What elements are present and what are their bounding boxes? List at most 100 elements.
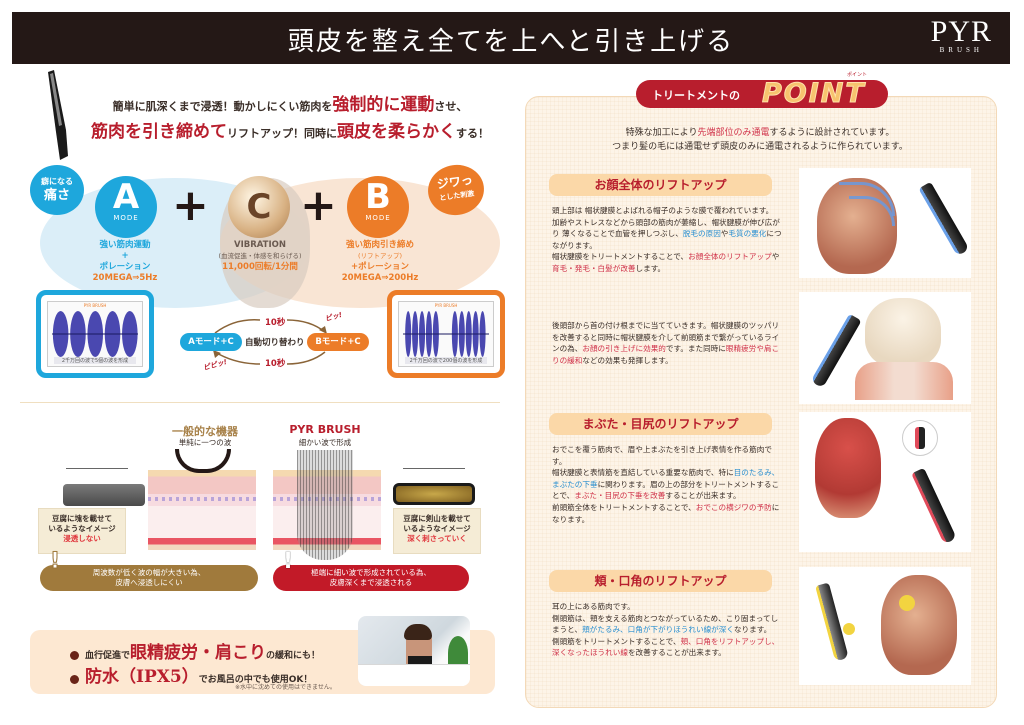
text-part: なります。 [733,625,772,635]
auto-switch-label: 自動切り替わり [245,338,305,348]
desc-line: (リフトアップ) [357,252,403,260]
text-highlight: 毛質の悪化 [728,229,767,239]
point-intro: 特殊な加工により先端部位のみ通電するように設計されています。 つまり髪の毛には通… [540,126,980,154]
text-part: 前頭筋全体をトリートメントすることで、 [552,502,696,512]
tofu-kenzan-caption: 豆腐に剣山を載せて いるようなイメージ 深く刺さっていく [393,508,481,554]
text-part: することが出来ます。 [665,491,741,501]
brand-logo: PYR BRUSH [930,15,992,55]
brush-icon [815,582,849,662]
text-highlight: おでこの横ジワの予防 [695,502,772,512]
section-heading-face-lift: お顔全体のリフトアップ [549,174,772,196]
benefit-accent: 眼精疲労・肩こり [130,643,267,663]
pyr-brush-subtitle: 細かい波で形成 [298,438,352,447]
point-word: POINT [762,78,866,110]
mode-b-description: 強い筋肉引き締め (リフトアップ) +ポレーション 20MEGA⇒200Hz [325,240,435,284]
tofu-stone-caption: 豆腐に塊を載せて いるようなイメージ 浸透しない [38,508,126,554]
note-line: 皮膚深くまで浸透される [329,578,413,587]
paragraph: 頭上部は 帽状腱膜とよばれる帽子のような膜で覆われています。 [552,206,774,215]
section-body-back-head: 後頭部から首の付け根までに当てていきます。帽状腱膜のツッパリを改善すると同時に帽… [552,320,782,366]
bubble-text: 痛さ [43,188,70,203]
waveform-a-panel: PYR BRUSH 2千万回の波で5個の波を形成 [36,290,154,378]
desc-frequency: 20MEGA⇒5Hz [92,273,158,283]
intro-text: 簡単に肌深くまで浸透！動かしにくい筋肉を強制的に運動させ、 筋肉を引き締めてリフ… [80,90,500,142]
waveform-chart: PYR BRUSH 2千万回の波で200個の波を形成 [398,301,494,367]
text-part: を改善することが出来ます。 [627,648,726,658]
desc-line: (血流促進・体感を和らげる) [218,252,302,260]
text-part: につながります。 [552,229,782,250]
desc-line: 強い筋肉運動 [99,240,151,250]
section-heading-cheek-lift: 頬・口角のリフトアップ [549,570,772,592]
face-front-illustration [799,412,971,552]
benefit-text: の緩和にも！ [266,651,321,661]
desc-line: ポレーション [99,262,151,272]
mode-a-description: 強い筋肉運動 + ポレーション 20MEGA⇒5Hz [70,240,180,284]
text-highlight: 眼精疲労や肩こりの緩和 [552,344,780,365]
width-arrow-icon [66,468,128,469]
intro-line-2: 筋肉を引き締めてリフトアップ！同時に頭皮を柔らかくする！ [80,117,500,142]
waveform-caption: 2千万回の波で5個の波を形成 [54,357,136,364]
general-device-title: 一般的な機器 [172,425,238,438]
mode-letter: A [112,177,140,217]
benefit-accent: 防水（IPX5） [85,667,199,687]
point-banner: トリートメントの POINT ポイント [636,72,888,110]
waveform-title: PYR BRUSH [434,303,458,308]
text-highlight: 育毛・発毛・白髪が改善 [552,263,636,273]
width-arrow-icon [403,468,465,469]
head-back-icon [865,298,941,368]
text-part: 帽状腱膜をトリートメントすることで、 [552,252,689,262]
brush-tip-icon [915,427,925,449]
warning-line: 皮膚へ浸透しにくい [115,578,183,587]
point-ruby: ポイント [847,72,868,78]
head-side-icon [881,575,957,675]
brush-product-icon [48,70,68,160]
text-highlight: 目のたるみ、まぶたの下垂 [552,468,780,489]
mode-c-badge: C [228,176,290,238]
mode-b-badge: B MODE [347,176,409,238]
benefit-text: 血行促進で [85,651,131,661]
intro-text-part: させ、 [434,100,468,113]
pyr-brush-note: ! 極端に細い波で形成されている為、 皮膚深くまで浸透される [273,551,469,591]
intro-accent: 頭皮を柔らかく [337,122,456,142]
brush-tip-zoom-icon [902,420,938,456]
section-body-eyelid-lift: おでこを覆う筋肉で、眉や上まぶたを引き上げ表情を作る筋肉です。 帽状腱膜と表情筋… [552,444,782,525]
caption-line: 豆腐に塊を載せて [52,514,112,523]
paragraph: 側頭筋をトリートメントすることで、頬、口角をリフトアップし、深くなったほうれい線… [552,636,782,659]
text-part: 帽状腱膜と表情筋を直結している重要な筋肉で、特に [552,468,734,478]
section-body-cheek-lift: 耳の上にある筋肉です。 側頭筋は、頬を支える筋肉とつながっているため、こり固まっ… [552,601,782,659]
text-part: などの効果も発揮します。 [582,355,673,365]
text-part: や [771,252,780,262]
plus-icon: + [300,180,337,231]
waveform-title: PYR BRUSH [83,303,107,308]
intro-accent: 強制的に運動 [332,95,435,115]
paragraph: 前頭筋全体をトリートメントすることで、おでこの横ジワの予防になります。 [552,502,782,525]
text-part: です。また同時に [665,344,726,354]
section-divider [20,402,500,403]
caption-line: 豆腐に剣山を載せて [403,514,471,523]
brush-icon [918,181,970,257]
desc-line: +ポレーション [351,262,409,272]
general-device-subtitle: 単純に一つの波 [178,438,232,447]
temple-point-icon [899,595,915,611]
general-device-warning: ! 周波数が低く波の幅が大きい為、 皮膚へ浸透しにくい [40,550,258,591]
waveform-a-graphic [52,311,139,357]
bathtub-shape [358,664,470,686]
text-part: 加齢やストレスなどから頭部の筋肉が萎縮し、帽状腱膜が伸び広がり 薄くなることで血… [552,217,780,239]
paragraph: おでこを覆う筋肉で、眉や上まぶたを引き上げ表情を作る筋肉です。 [552,445,772,466]
text-part: になります。 [552,502,780,524]
intro-text-part: 特殊な加工により [625,128,698,138]
bath-usage-photo [358,616,470,686]
intro-accent: 筋肉を引き締めて [91,122,227,142]
paragraph: 側頭筋は、頬を支える筋肉とつながっているため、こり固まってしまうと、頬がたるみ、… [552,613,782,636]
speech-bubble-a: 癖になる 痛さ [30,165,84,215]
text-highlight: 頬、口角をリフトアップし、深くなったほうれい線 [552,636,780,658]
logo-main-text: PYR [930,15,992,48]
head-back-illustration [799,292,971,404]
intro-line-1: 簡単に肌深くまで浸透！動かしにくい筋肉を強制的に運動させ、 [80,90,500,115]
mode-word: MODE [113,214,139,222]
brush-icon [810,313,862,389]
desc-frequency: 20MEGA⇒200Hz [341,273,419,283]
text-highlight: お顔の引き上げに効果的 [582,344,666,354]
bubble-text: 癖になる [41,177,73,186]
text-part: 後頭部から首の付け根までに当てていきます。帽状腱膜のツッパリを改善すると同時に帽… [552,321,780,354]
stone-block-icon [63,484,145,506]
